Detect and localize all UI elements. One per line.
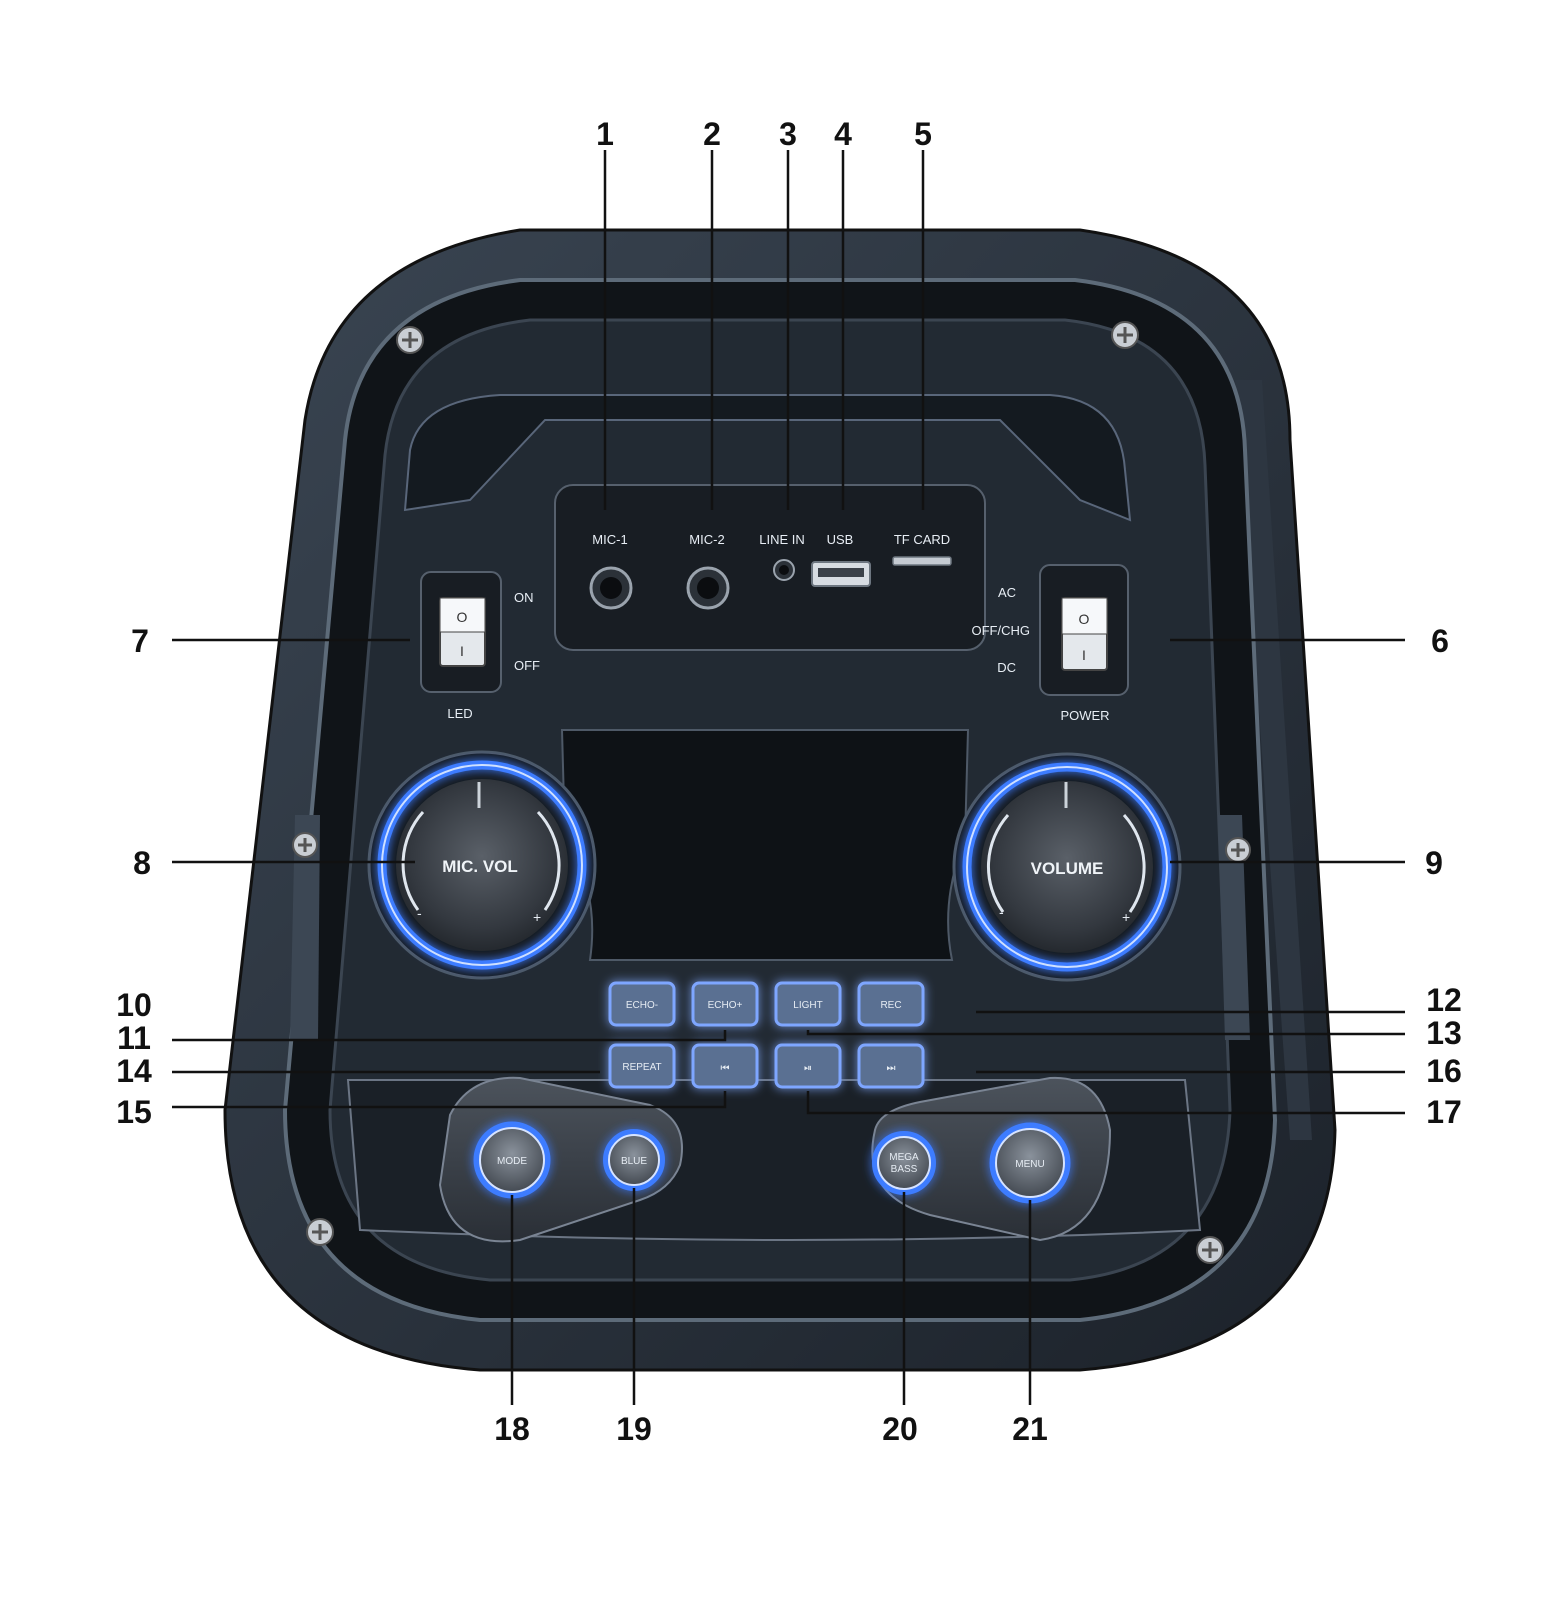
led-switch[interactable]: O I [420, 571, 502, 693]
callout-17: 17 [1426, 1094, 1462, 1130]
blue-button[interactable]: BLUE [603, 1129, 665, 1191]
led-switch-bottom-mark: I [460, 643, 464, 659]
next-button[interactable]: ⏭ [857, 1043, 925, 1089]
repeat-button[interactable]: REPEAT [608, 1043, 676, 1089]
callout-12: 12 [1426, 982, 1462, 1018]
menu-button[interactable]: MENU [989, 1122, 1071, 1204]
light-label: LIGHT [793, 1000, 822, 1011]
screw-mid-right-icon [1225, 837, 1251, 863]
screw-bottom-left-icon [306, 1218, 334, 1246]
line-in-label: LINE IN [759, 532, 805, 547]
mode-label: MODE [497, 1156, 527, 1167]
callout-2: 2 [703, 116, 721, 152]
led-off-label: OFF [514, 658, 540, 673]
echo-minus-button[interactable]: ECHO- [608, 981, 676, 1027]
line-in-jack[interactable] [773, 559, 795, 581]
mic2-label: MIC-2 [689, 532, 724, 547]
mic1-jack[interactable] [589, 566, 633, 610]
callout-7: 7 [131, 623, 149, 659]
bass-label: BASS [891, 1164, 918, 1175]
callout-16: 16 [1426, 1053, 1462, 1089]
mic1-label: MIC-1 [592, 532, 627, 547]
callout-3: 3 [779, 116, 797, 152]
volume-plus: + [1122, 909, 1130, 925]
led-label: LED [447, 706, 472, 721]
volume-label: VOLUME [1031, 859, 1104, 878]
usb-label: USB [827, 532, 854, 547]
power-switch[interactable]: O I [1039, 564, 1129, 696]
power-label: POWER [1060, 708, 1109, 723]
rec-button[interactable]: REC [857, 981, 925, 1027]
previous-icon: ⏮ [721, 1063, 730, 1074]
mic-vol-knob[interactable]: MIC. VOL - + [367, 750, 597, 980]
screw-top-left-icon [396, 326, 424, 354]
callout-9: 9 [1425, 845, 1443, 881]
mega-label: MEGA [889, 1152, 919, 1163]
callout-13: 13 [1426, 1015, 1462, 1051]
echo-plus-button[interactable]: ECHO+ [691, 981, 759, 1027]
callout-8: 8 [133, 845, 151, 881]
play-pause-icon: ⏯ [804, 1063, 812, 1074]
repeat-label: REPEAT [622, 1062, 661, 1073]
next-icon: ⏭ [887, 1063, 896, 1074]
power-off-chg-label: OFF/CHG [972, 623, 1031, 638]
power-dc-label: DC [997, 660, 1016, 675]
volume-minus: - [999, 904, 1004, 920]
callout-6: 6 [1431, 623, 1449, 659]
echo-plus-label: ECHO+ [708, 1000, 743, 1011]
power-ac-label: AC [998, 585, 1016, 600]
screw-mid-left-icon [292, 832, 318, 858]
left-button-pod [438, 1076, 683, 1243]
tf-card-slot[interactable] [892, 556, 952, 566]
light-button[interactable]: LIGHT [774, 981, 842, 1027]
blue-label: BLUE [621, 1156, 647, 1167]
callout-20: 20 [882, 1411, 918, 1447]
callout-numbers: 1 2 3 4 5 6 7 8 9 10 11 12 13 14 15 16 1… [116, 116, 1462, 1447]
mega-bass-button[interactable]: MEGA BASS [872, 1131, 936, 1195]
tf-card-label: TF CARD [894, 532, 950, 547]
play-pause-button[interactable]: ⏯ [774, 1043, 842, 1089]
screw-top-right-icon [1111, 321, 1139, 349]
mic-vol-minus: - [417, 905, 422, 921]
callout-15: 15 [116, 1094, 152, 1130]
callout-18: 18 [494, 1411, 530, 1447]
screw-bottom-right-icon [1196, 1236, 1224, 1264]
power-switch-top-mark: O [1079, 611, 1090, 627]
callout-1: 1 [596, 116, 614, 152]
echo-minus-label: ECHO- [626, 1000, 658, 1011]
mic-vol-label: MIC. VOL [442, 857, 518, 876]
callout-5: 5 [914, 116, 932, 152]
display-well [560, 729, 970, 961]
volume-knob[interactable]: VOLUME - + [952, 752, 1182, 982]
input-panel: MIC-1 MIC-2 LINE IN USB TF CARD [554, 484, 986, 651]
previous-button[interactable]: ⏮ [691, 1043, 759, 1089]
callout-4: 4 [834, 116, 852, 152]
callout-leaders [172, 150, 1405, 1405]
callout-14: 14 [116, 1053, 152, 1089]
callout-10: 10 [116, 987, 152, 1023]
led-on-label: ON [514, 590, 534, 605]
callout-21: 21 [1012, 1411, 1048, 1447]
rec-label: REC [880, 1000, 901, 1011]
callout-19: 19 [616, 1411, 652, 1447]
mic-vol-plus: + [533, 909, 541, 925]
usb-port[interactable] [811, 561, 871, 587]
mic2-jack[interactable] [686, 566, 730, 610]
mode-button[interactable]: MODE [473, 1121, 551, 1199]
callout-11: 11 [117, 1020, 151, 1056]
led-switch-top-mark: O [457, 609, 468, 625]
menu-label: MENU [1015, 1159, 1044, 1170]
power-switch-bottom-mark: I [1082, 647, 1086, 663]
